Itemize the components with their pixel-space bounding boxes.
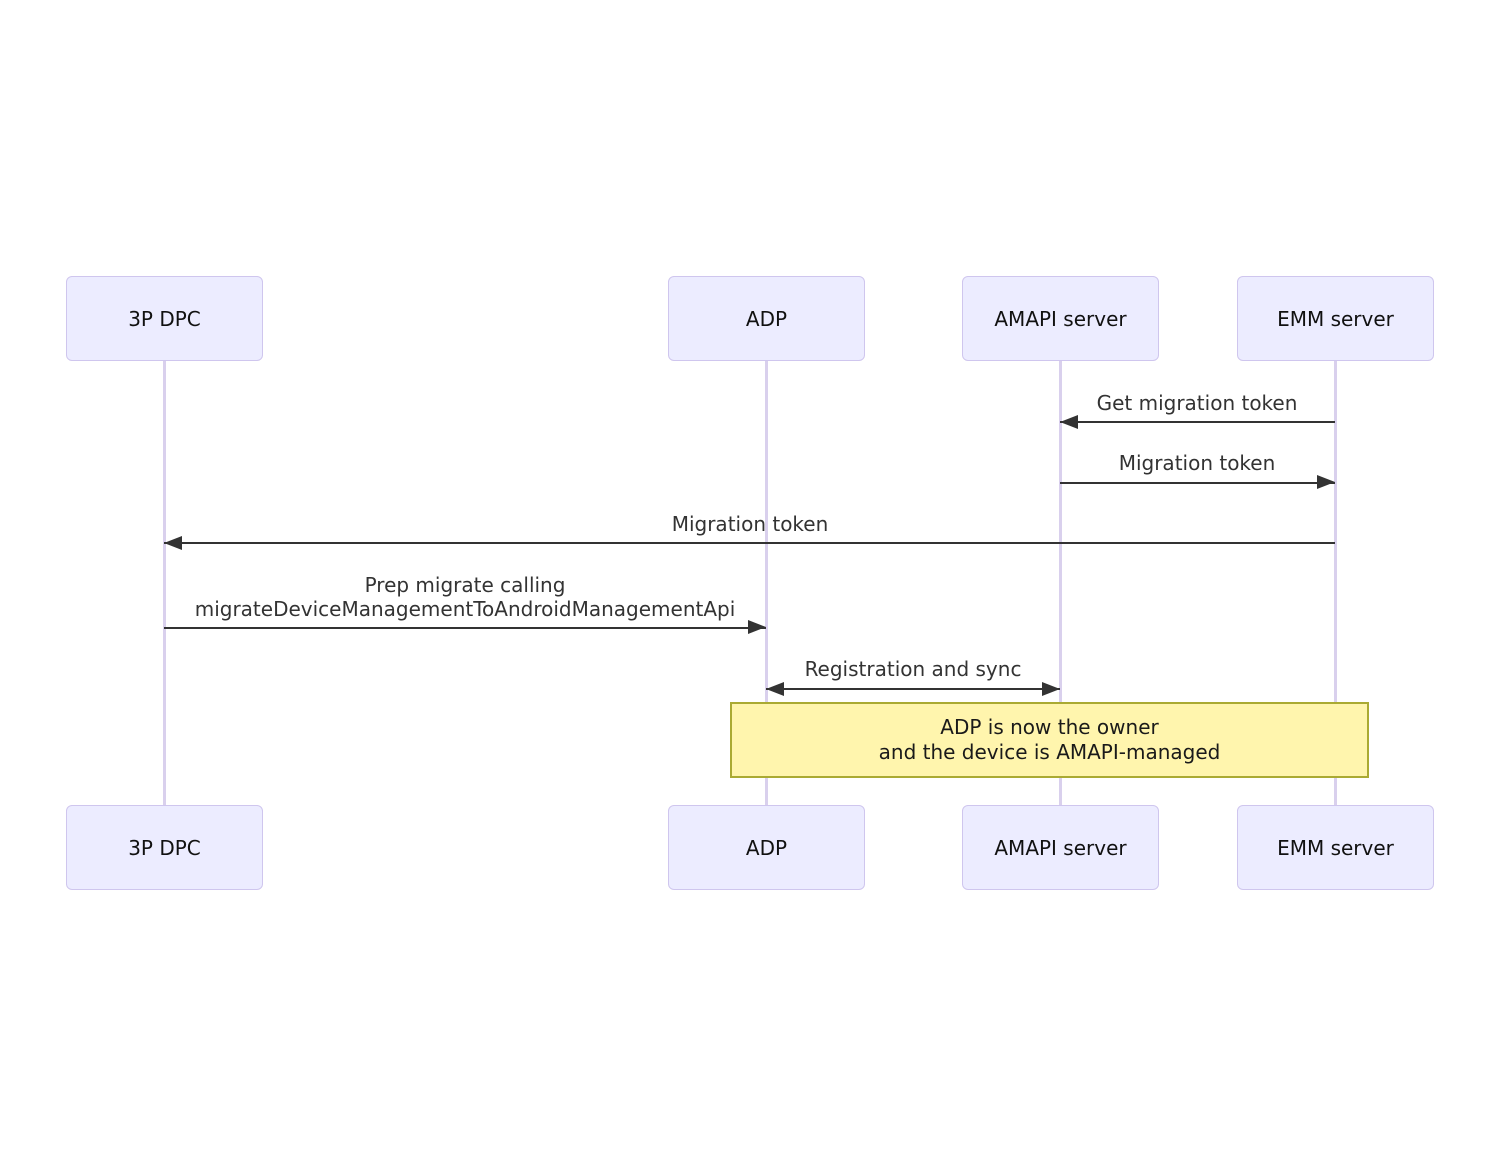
note-line-2: and the device is AMAPI-managed: [878, 740, 1221, 764]
message-label-line-1: Prep migrate calling: [364, 573, 566, 597]
message-label-get-migration-token: Get migration token: [1096, 391, 1298, 415]
actor-emm-server-bottom: EMM server: [1237, 805, 1434, 890]
lifeline-emm-server: [1334, 361, 1337, 805]
message-line-migration-token-to-dpc: [164, 542, 1335, 544]
message-label-line-2: migrateDeviceManagementToAndroidManageme…: [194, 597, 736, 621]
actor-label: ADP: [745, 835, 788, 860]
arrowhead-right-icon: [1317, 475, 1335, 489]
actor-3p-dpc-bottom: 3P DPC: [66, 805, 263, 890]
actor-label: 3P DPC: [128, 835, 201, 860]
message-label-migration-token-to-emm: Migration token: [1118, 451, 1276, 475]
actor-label: AMAPI server: [994, 306, 1127, 331]
lifeline-amapi-server: [1059, 361, 1062, 805]
message-line-prep-migrate: [164, 627, 766, 629]
actor-adp-top: ADP: [668, 276, 865, 361]
message-line-get-migration-token: [1060, 421, 1335, 423]
actor-label: AMAPI server: [994, 835, 1127, 860]
arrowhead-left-icon: [164, 536, 182, 550]
arrowhead-right-icon: [748, 620, 766, 634]
actor-amapi-server-bottom: AMAPI server: [962, 805, 1159, 890]
message-label-registration-and-sync: Registration and sync: [804, 657, 1022, 681]
actor-3p-dpc-top: 3P DPC: [66, 276, 263, 361]
message-label-migration-token-to-dpc: Migration token: [671, 512, 829, 536]
note-line-1: ADP is now the owner: [940, 715, 1159, 739]
lifeline-3p-dpc: [163, 361, 166, 805]
actor-label: EMM server: [1277, 306, 1394, 331]
actor-amapi-server-top: AMAPI server: [962, 276, 1159, 361]
arrowhead-left-icon: [766, 682, 784, 696]
arrowhead-right-icon: [1042, 682, 1060, 696]
message-line-registration-and-sync: [766, 688, 1060, 690]
actor-label: ADP: [745, 306, 788, 331]
arrowhead-left-icon: [1060, 415, 1078, 429]
actor-emm-server-top: EMM server: [1237, 276, 1434, 361]
message-label-prep-migrate: Prep migrate calling migrateDeviceManage…: [195, 573, 736, 621]
actor-label: 3P DPC: [128, 306, 201, 331]
message-line-migration-token-to-emm: [1060, 482, 1335, 484]
lifeline-adp: [765, 361, 768, 805]
actor-label: EMM server: [1277, 835, 1394, 860]
note-adp-owner: ADP is now the owner and the device is A…: [730, 702, 1369, 778]
actor-adp-bottom: ADP: [668, 805, 865, 890]
